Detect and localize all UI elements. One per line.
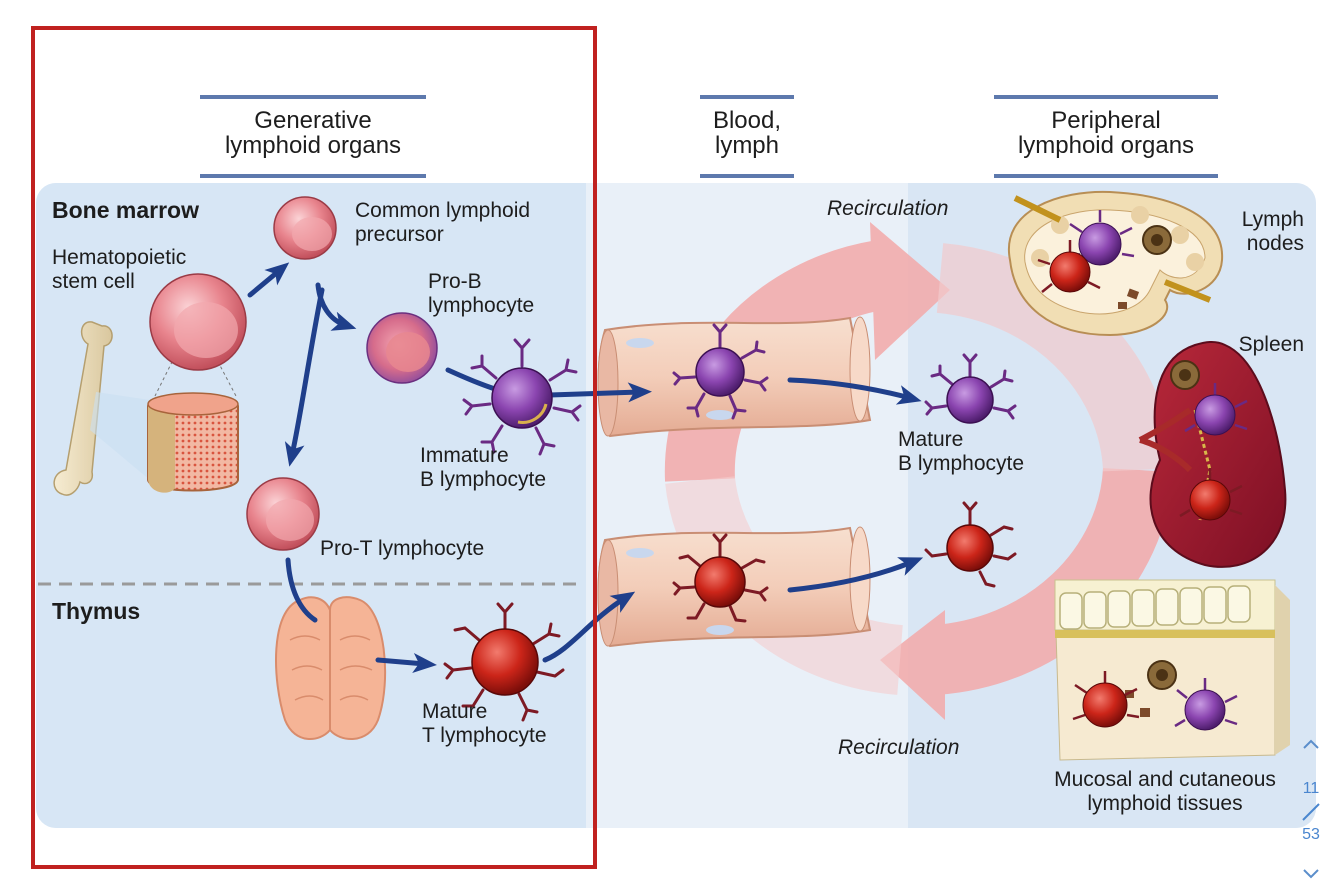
chevron-up-icon: [1303, 739, 1319, 749]
dendritic-cell-spleen: [1170, 360, 1200, 390]
peripheral-t-lymphocyte-cell: [924, 501, 1017, 588]
chevron-down-icon: [1303, 869, 1319, 879]
hematopoietic-stem-cell: [149, 273, 247, 371]
mature-t-lymphocyte-cell: [443, 602, 565, 722]
spleen-b-cell: [1184, 383, 1248, 436]
label-lymph-nodes: Lymph nodes: [1241, 208, 1304, 255]
previous-page-button[interactable]: [1294, 730, 1328, 758]
label-mature-b-lymphocyte: Mature B lymphocyte: [898, 428, 1025, 475]
section-bone-marrow: Bone marrow: [52, 197, 199, 223]
label-pro-b-lymphocyte: Pro-B lymphocyte: [428, 270, 535, 317]
label-spleen: Spleen: [1238, 333, 1304, 356]
label-pro-t-lymphocyte: Pro-T lymphocyte: [320, 537, 485, 560]
dendritic-cell-node: [1142, 225, 1172, 255]
immature-b-lymphocyte-cell: [462, 338, 582, 456]
header-bar-blood: [700, 95, 794, 178]
lymph-node-b-cell: [1067, 210, 1135, 266]
mature-b-lymphocyte-cell: [924, 353, 1017, 424]
current-page-number: 11: [1302, 780, 1320, 797]
header-bar-peripheral: [994, 95, 1218, 178]
label-immature-b-lymphocyte: Immature B lymphocyte: [420, 444, 547, 491]
label-recirculation-top: Recirculation: [827, 197, 949, 220]
mucosal-b-cell: [1174, 678, 1238, 731]
highlight-box: [31, 26, 597, 869]
page-navigator: 11 53: [1294, 728, 1328, 882]
spleen-illustration: [1138, 341, 1287, 568]
pro-t-lymphocyte-cell: [246, 477, 320, 551]
label-mucosal-cutaneous-tissues: Mucosal and cutaneous lymphoid tissues: [1054, 768, 1276, 815]
common-lymphoid-precursor-cell: [273, 196, 337, 260]
mucosal-t-cell: [1072, 671, 1140, 728]
label-mature-t-lymphocyte: Mature T lymphocyte: [422, 700, 547, 747]
lymph-node-t-cell: [1037, 240, 1101, 293]
label-hematopoietic-stem-cell: Hematopoietic stem cell: [52, 246, 187, 293]
label-common-lymphoid-precursor: Common lymphoid precursor: [355, 199, 531, 246]
header-peripheral-organs: Peripheral lymphoid organs: [1017, 107, 1195, 160]
dendritic-cell-mucosal: [1147, 660, 1177, 690]
header-generative-organs: Generative lymphoid organs: [224, 107, 402, 160]
header-blood-lymph: Blood, lymph: [712, 107, 782, 160]
circulating-b-lymphocyte-cell: [672, 323, 769, 420]
page-separator-slash: [1302, 803, 1320, 821]
header-bar-generative: [200, 95, 426, 178]
label-recirculation-bottom: Recirculation: [838, 736, 960, 759]
thymus-illustration: [274, 596, 387, 740]
spleen-t-cell: [1179, 468, 1243, 521]
bone-illustration: [53, 321, 239, 496]
circulating-t-lymphocyte-cell: [672, 533, 769, 623]
next-page-button[interactable]: [1294, 864, 1328, 882]
pro-b-lymphocyte-cell: [366, 312, 438, 384]
total-pages-number: 53: [1302, 826, 1320, 843]
section-thymus: Thymus: [52, 598, 141, 624]
